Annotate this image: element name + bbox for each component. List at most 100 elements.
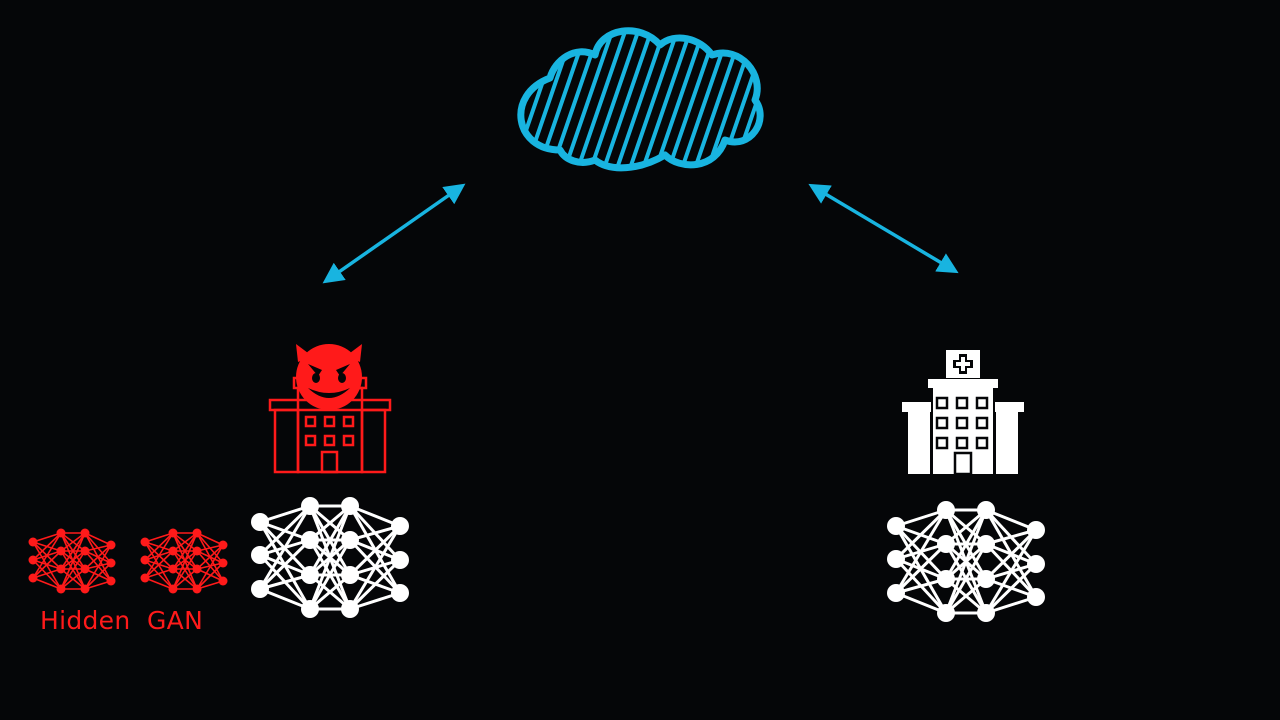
network-node <box>168 584 178 594</box>
network-node <box>251 546 269 564</box>
network-node <box>218 558 228 568</box>
network-node <box>56 546 66 556</box>
network-node <box>1027 555 1045 573</box>
network-edge <box>60 550 86 590</box>
network-edge <box>144 568 174 579</box>
network-node <box>977 501 995 519</box>
network-edge <box>172 532 198 590</box>
network-edge <box>172 532 198 570</box>
network-edge <box>308 505 352 610</box>
network-edge <box>196 544 224 570</box>
network-edge <box>32 532 62 543</box>
network-edge <box>144 577 174 590</box>
network-edge <box>308 505 352 576</box>
network-edge <box>84 580 112 590</box>
network-node <box>341 497 359 515</box>
benign-hospital-icon <box>902 350 1024 476</box>
network-node <box>937 501 955 519</box>
network-edge <box>144 532 174 561</box>
network-node <box>341 566 359 584</box>
network-edge <box>32 577 62 590</box>
network-edge <box>32 568 62 579</box>
network-node <box>301 497 319 515</box>
network-edge <box>172 532 198 552</box>
network-edge <box>144 532 174 579</box>
network-edge <box>894 542 948 595</box>
network-node <box>1027 588 1045 606</box>
network-node <box>251 513 269 531</box>
network-edge <box>984 529 1038 614</box>
network-node <box>301 600 319 618</box>
hidden-gan-network-icon-1 <box>28 528 116 594</box>
network-node <box>56 564 66 574</box>
network-edge <box>196 562 224 590</box>
network-node <box>977 604 995 622</box>
network-node <box>168 528 178 538</box>
network-node <box>140 573 150 583</box>
network-node <box>80 528 90 538</box>
network-node <box>28 573 38 583</box>
network-node <box>391 584 409 602</box>
cloud-benign-arrow <box>808 183 959 274</box>
network-edge <box>308 539 352 610</box>
network-edge <box>196 580 224 590</box>
network-node <box>218 576 228 586</box>
network-edge <box>984 562 1038 615</box>
network-node <box>80 564 90 574</box>
network-node <box>192 564 202 574</box>
network-edge <box>32 550 62 579</box>
network-edge <box>84 544 112 590</box>
network-edge <box>144 559 174 590</box>
network-node <box>168 546 178 556</box>
cloud-icon <box>517 27 764 172</box>
network-edge <box>348 524 402 577</box>
network-node <box>251 580 269 598</box>
network-node <box>887 517 905 535</box>
network-node <box>192 584 202 594</box>
network-node <box>977 570 995 588</box>
network-edge <box>60 532 86 552</box>
network-node <box>341 531 359 549</box>
network-node <box>168 564 178 574</box>
network-edge <box>60 532 86 570</box>
network-node <box>80 584 90 594</box>
network-edge <box>258 504 312 557</box>
benign-neural-network-icon <box>887 501 1045 622</box>
network-node <box>977 535 995 553</box>
network-edge <box>32 559 62 590</box>
network-node <box>391 517 409 535</box>
network-node <box>80 546 90 556</box>
network-edge <box>172 568 198 590</box>
network-edge <box>32 532 62 579</box>
network-node <box>192 528 202 538</box>
devil-emoji-icon <box>296 344 362 410</box>
network-edge <box>348 525 402 610</box>
network-edge <box>196 544 224 590</box>
network-node <box>56 584 66 594</box>
network-edge <box>172 550 198 590</box>
network-node <box>937 570 955 588</box>
network-node <box>1027 521 1045 539</box>
network-edge <box>984 528 1038 581</box>
network-edge <box>944 543 988 614</box>
network-node <box>106 558 116 568</box>
network-edge <box>144 550 174 579</box>
network-edge <box>196 532 224 546</box>
network-node <box>887 584 905 602</box>
hidden-gan-label: Hidden GAN <box>40 606 204 635</box>
network-node <box>56 528 66 538</box>
network-edge <box>144 532 174 543</box>
network-node <box>301 566 319 584</box>
malicious-neural-network-icon <box>251 497 409 618</box>
network-edge <box>258 505 312 590</box>
network-node <box>218 540 228 550</box>
network-node <box>28 537 38 547</box>
network-node <box>28 555 38 565</box>
network-edge <box>258 538 312 591</box>
network-edge <box>944 509 988 614</box>
hidden-gan-network-icon-2 <box>140 528 228 594</box>
network-node <box>140 555 150 565</box>
network-node <box>140 537 150 547</box>
network-edge <box>60 568 86 590</box>
network-edge <box>894 509 948 594</box>
